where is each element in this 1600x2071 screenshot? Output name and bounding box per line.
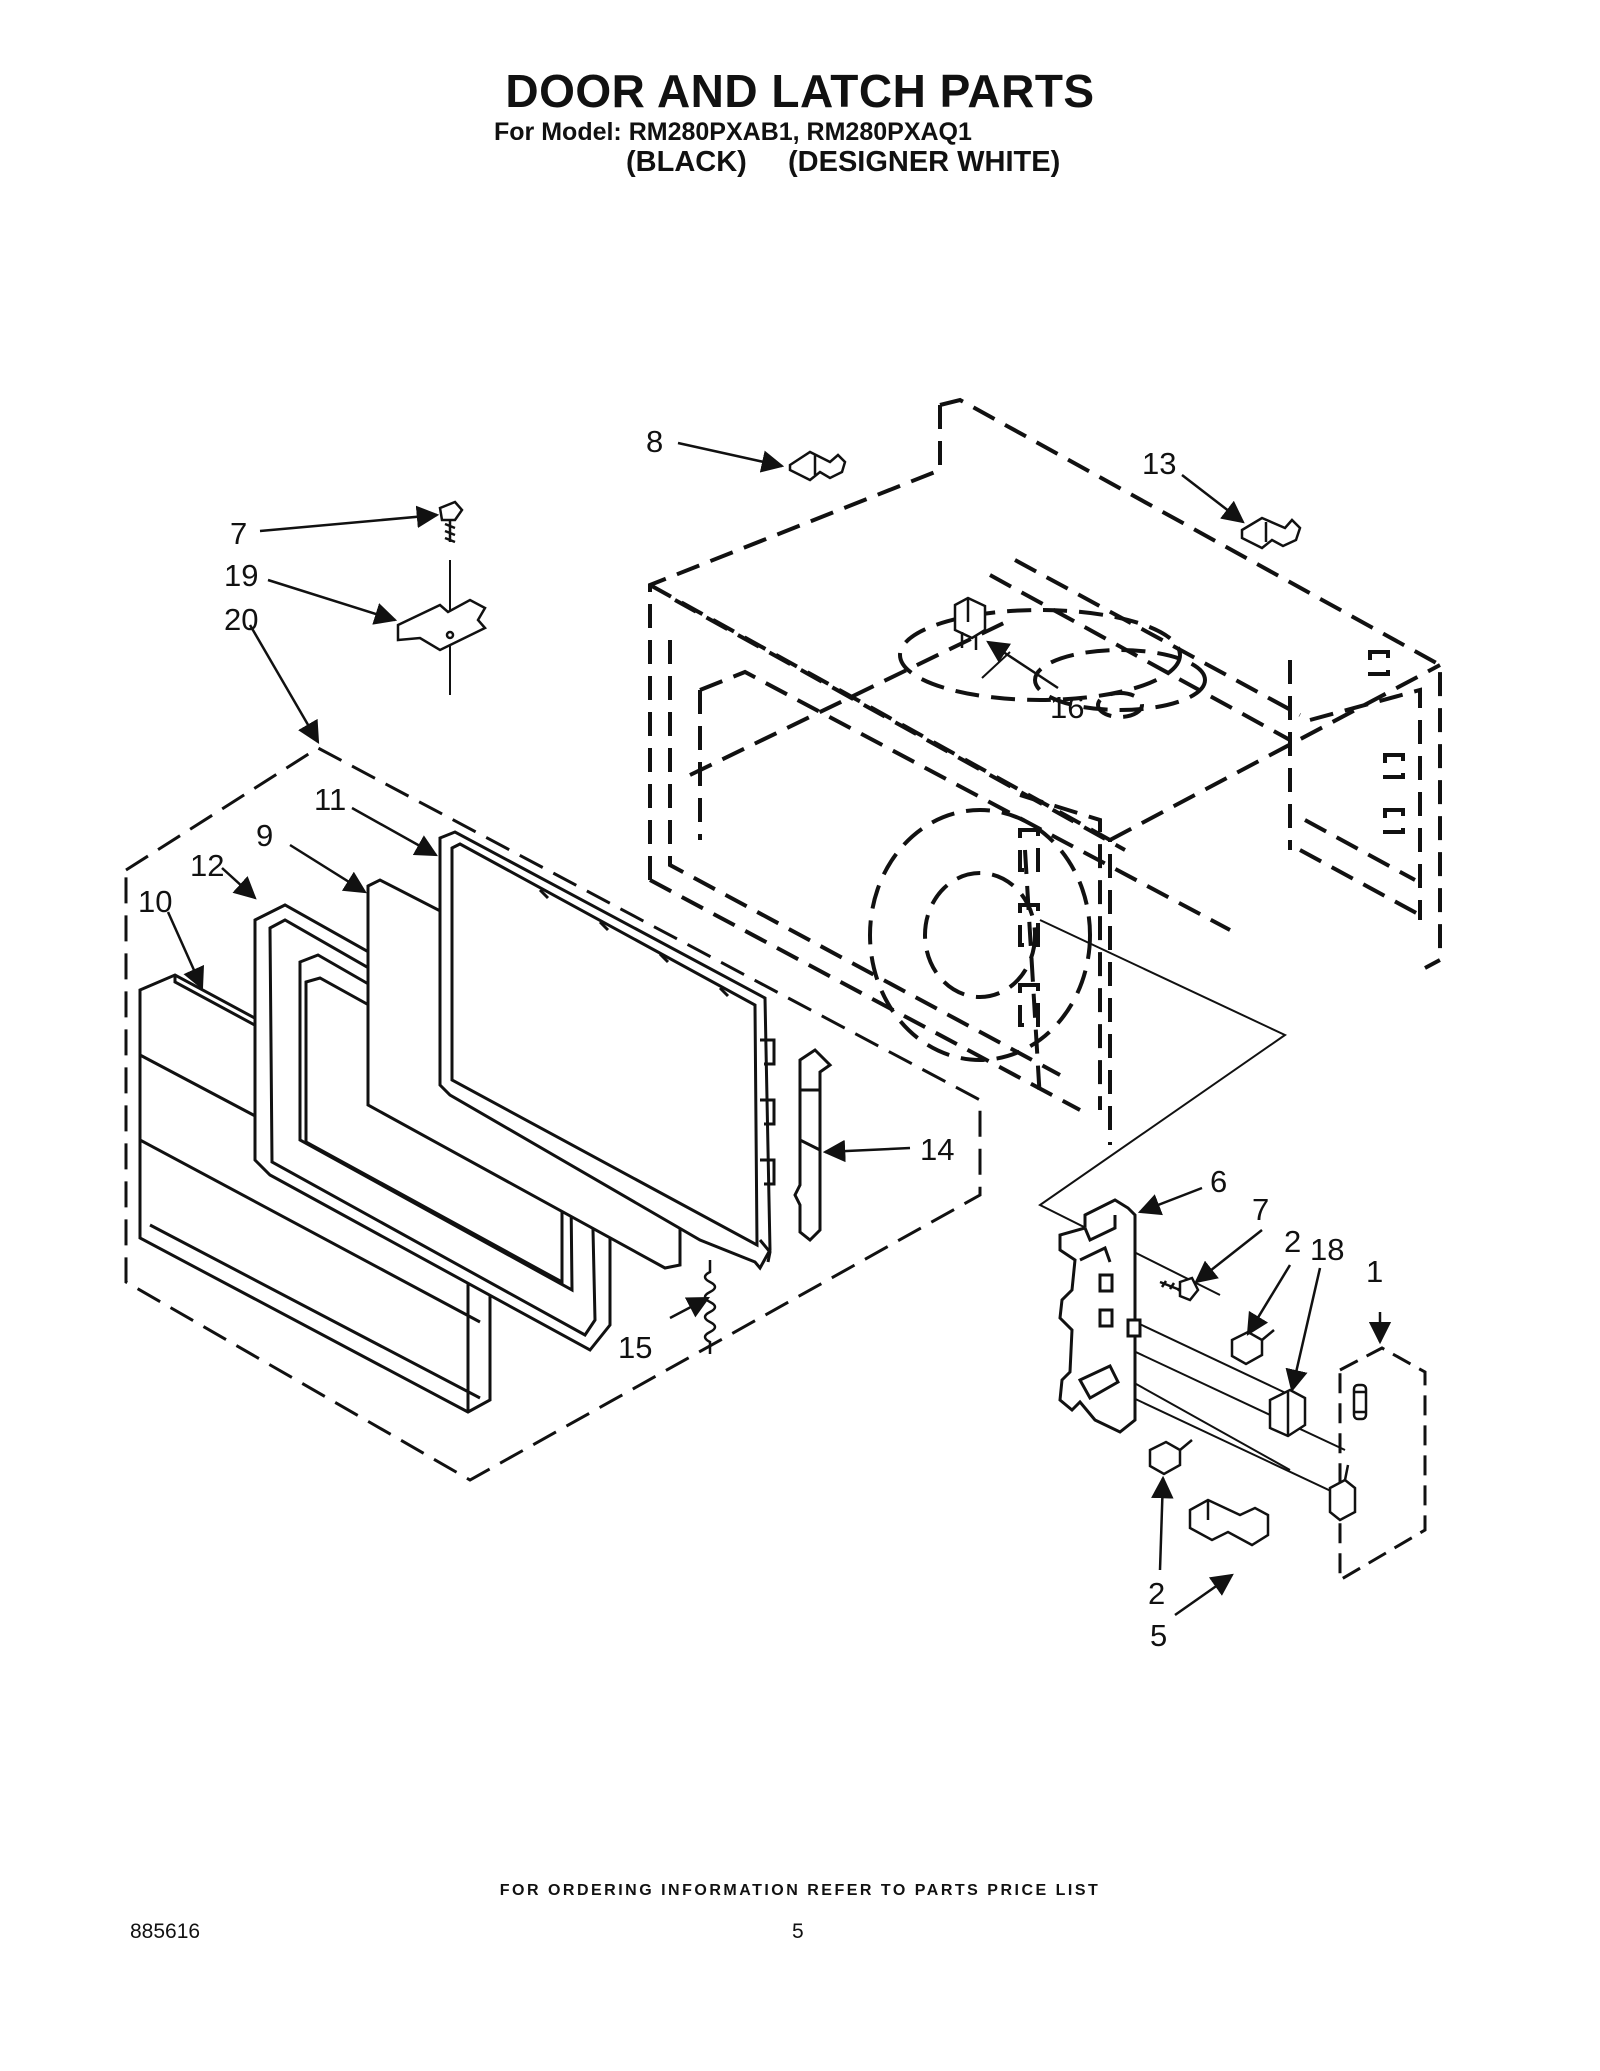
model-line: For Model: RM280PXAB1, RM280PXAQ1 — [494, 118, 972, 146]
callout-2-lower: 2 — [1148, 1576, 1165, 1611]
fuse-holder-bracket — [1328, 1464, 1357, 1522]
latch-lever — [793, 1048, 833, 1243]
screw-top — [438, 500, 464, 544]
variant-white-label: (DESIGNER WHITE) — [788, 146, 1061, 178]
callout-1: 1 — [1366, 1254, 1383, 1289]
callout-20: 20 — [224, 602, 258, 637]
callout-13: 13 — [1142, 446, 1176, 481]
hinge-bracket-top-left — [788, 450, 847, 482]
spring — [703, 1260, 717, 1354]
callout-2-upper: 2 — [1284, 1224, 1301, 1259]
callout-numbers: 8 13 7 19 20 16 11 9 12 10 14 15 6 7 2 1… — [138, 424, 1383, 1653]
inner-door-frame — [438, 830, 776, 1271]
mounting-bracket — [396, 598, 488, 652]
callout-11: 11 — [314, 782, 346, 817]
callout-6: 6 — [1210, 1164, 1227, 1199]
callout-14: 14 — [920, 1132, 954, 1167]
page-title: DOOR AND LATCH PARTS — [505, 65, 1095, 117]
micro-switch-lower — [1148, 1439, 1193, 1476]
callout-19: 19 — [224, 558, 258, 593]
page-number: 5 — [792, 1920, 804, 1943]
callout-18: 18 — [1310, 1232, 1344, 1267]
callout-9: 9 — [256, 818, 273, 853]
variant-black-label: (BLACK) — [626, 146, 747, 178]
latch-bracket-bottom — [1188, 1498, 1270, 1547]
callout-10: 10 — [138, 884, 172, 919]
callout-15: 15 — [618, 1330, 652, 1365]
callout-7-side: 7 — [1252, 1192, 1269, 1227]
thermal-sensor — [953, 596, 987, 650]
monitor-switch — [1268, 1388, 1307, 1438]
cabinet-outline — [648, 397, 1442, 1145]
switch-group-outline — [1338, 1346, 1427, 1583]
callout-7-top: 7 — [230, 516, 247, 551]
latch-mount — [1058, 1198, 1142, 1434]
fuse — [1352, 1383, 1368, 1421]
door-assembly-outline — [124, 746, 982, 1482]
screw-side — [1159, 1276, 1200, 1302]
micro-switch-upper — [1230, 1329, 1275, 1366]
callout-5: 5 — [1150, 1618, 1167, 1653]
document-number: 885616 — [130, 1920, 201, 1943]
callout-12: 12 — [190, 848, 224, 883]
callout-16: 16 — [1050, 690, 1084, 725]
leader-lines — [166, 441, 1392, 1617]
ordering-note: FOR ORDERING INFORMATION REFER TO PARTS … — [499, 1882, 1101, 1899]
callout-8: 8 — [646, 424, 663, 459]
hinge-bracket-top-right — [1240, 516, 1302, 550]
